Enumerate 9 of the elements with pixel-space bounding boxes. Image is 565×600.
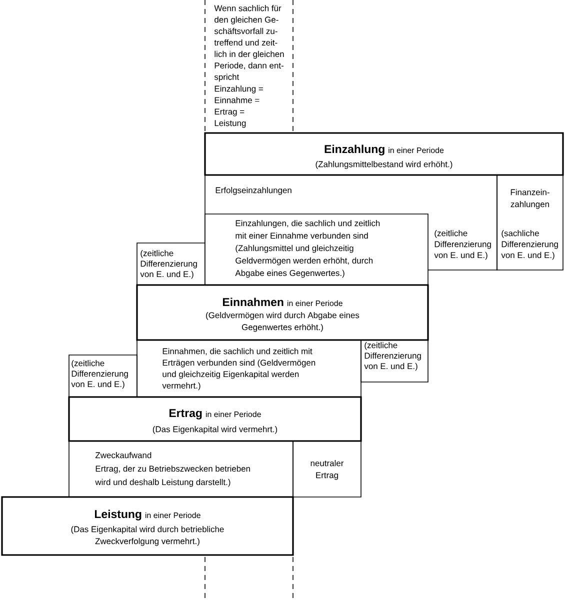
- description-box: Zweckaufwand Ertrag, der zu Betriebszwecken betrieben wird und deshalb Leistung darstellt.): [68, 440, 294, 498]
- description-box: Einzahlungen, die sachlich und zeitlich mit einer Einnahme verbunden sind (Zahlungsmittel und gleichzeitig Geldvermögen werden erhöht, durch Abgabe eines Gegenwertes.): [204, 214, 428, 286]
- category-box: neutraler Ertrag: [292, 440, 362, 498]
- note-box: (zeitliche Differenzierung von E. und E.): [68, 354, 138, 398]
- note-box: (zeitliche Differenzierung von E. und E.): [360, 340, 428, 382]
- explanation-text: Wenn sachlich für den gleichen Ge-schäftsvorfall zu-treffend und zeit-lich in der gleichen Periode, dann ent-spricht: [214, 5, 284, 82]
- note-text: (zeitliche Differenzierung von E. und E.): [434, 230, 491, 260]
- description-box: Einnahmen, die sachlich und zeitlich mit Erträgen verbunden sind (Geldvermögen und gleichzeitig Eigenkapital werden vermehrt.): [136, 340, 362, 398]
- category-box: Finanzein-zahlungen (sachliche Differenzierung von E. und E.): [496, 174, 564, 270]
